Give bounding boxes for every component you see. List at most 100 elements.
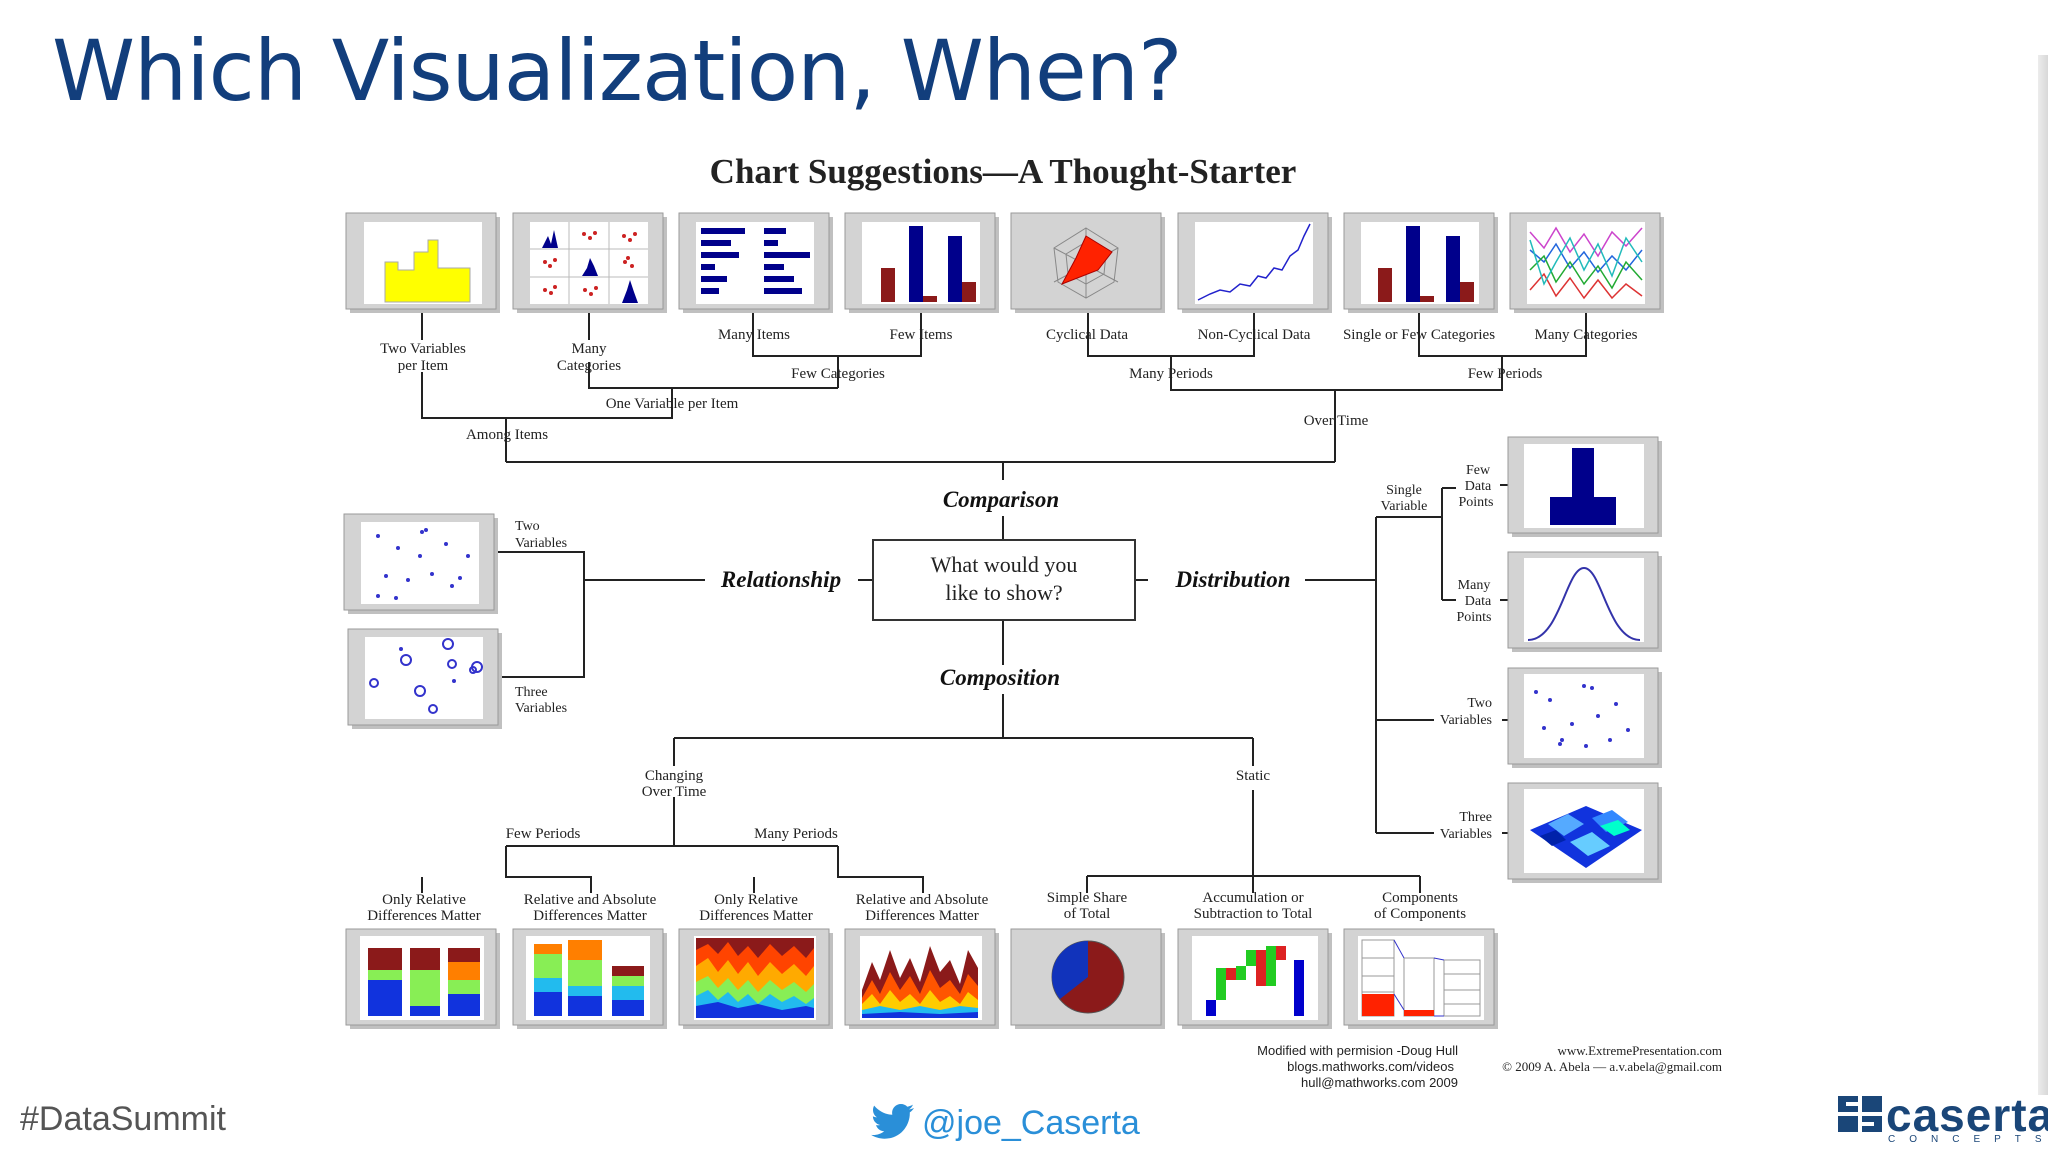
svg-text:Single: Single [1386,483,1422,498]
svg-text:Few Categories: Few Categories [791,366,885,382]
svg-text:Differences Matter: Differences Matter [699,908,812,924]
svg-text:Variable: Variable [1381,499,1428,514]
slide-title: Which Visualization, When? [52,22,1183,120]
svg-text:blogs.mathworks.com/videos: blogs.mathworks.com/videos [1287,1059,1454,1074]
svg-text:Three: Three [515,685,548,700]
svg-text:One Variable per Item: One Variable per Item [606,396,739,412]
svg-text:Differences Matter: Differences Matter [533,908,646,924]
top-labels: Two Variables per Item Many Categories M… [380,327,1637,443]
svg-text:Many: Many [1458,578,1491,593]
svg-text:per Item: per Item [398,358,449,374]
svg-text:of Total: of Total [1064,906,1111,922]
thumb-stacked-100-column [345,928,500,1029]
hashtag-label: #DataSummit [20,1100,226,1138]
bar-group-2 [410,948,440,1016]
thumb-multi-line-chart [1509,212,1664,313]
thumb-column-chart-categories [1343,212,1498,313]
thumb-stacked-100-subcomponents [1343,928,1498,1029]
svg-text:Few Items: Few Items [890,327,953,343]
center-question-box: What would you like to show? [872,539,1136,621]
svg-text:Differences Matter: Differences Matter [865,908,978,924]
svg-text:Only Relative: Only Relative [714,892,798,908]
credits: Modified with permision -Doug Hull blogs… [1257,1043,1722,1090]
svg-text:Over Time: Over Time [642,784,707,800]
twitter-handle-text: @joe_Caserta [922,1103,1140,1142]
logo-word: caserta [1886,1089,2048,1141]
svg-text:Few Periods: Few Periods [506,826,581,842]
bar-group-3 [448,948,480,1016]
thumb-radar-chart [1010,212,1165,313]
thumb-waterfall-chart [1177,928,1332,1029]
svg-text:like to show?: like to show? [945,580,1062,605]
svg-text:Static: Static [1236,768,1271,784]
svg-text:www.ExtremePresentation.com: www.ExtremePresentation.com [1558,1043,1723,1058]
svg-text:Two: Two [1467,696,1492,711]
svg-text:Few Periods: Few Periods [1468,366,1543,382]
svg-text:Points: Points [1456,610,1491,625]
comparison-label: Comparison [943,487,1059,512]
svg-text:Over Time: Over Time [1304,413,1369,429]
thumb-stacked-100-area [678,928,833,1029]
thumb-bubble-chart [347,628,502,729]
svg-text:Modified with permision -Doug: Modified with permision -Doug Hull [1257,1043,1458,1058]
svg-text:Few: Few [1466,463,1491,478]
thumb-column-chart-few-items [844,212,999,313]
svg-text:Changing: Changing [645,768,704,784]
logo-subtitle: CONCEPTS [1888,1134,2048,1145]
svg-text:Relative and Absolute: Relative and Absolute [524,892,657,908]
svg-text:Many: Many [572,341,607,357]
svg-text:Among Items: Among Items [466,427,548,443]
twitter-bird-icon [871,1104,914,1139]
right-edge-bar [2038,55,2048,1095]
svg-text:Non-Cyclical Data: Non-Cyclical Data [1198,327,1311,343]
svg-text:© 2009 A. Abela — a.v.abela@g: © 2009 A. Abela — a.v.abela@gmail.com [1502,1059,1722,1074]
svg-text:Categories: Categories [557,358,621,374]
thumb-3d-area-chart [1507,782,1662,883]
svg-text:Variables: Variables [515,701,567,716]
svg-text:Subtraction to Total: Subtraction to Total [1194,906,1313,922]
svg-text:Points: Points [1458,495,1493,510]
distribution-label: Distribution [1174,567,1290,592]
composition-label: Composition [940,665,1060,690]
svg-text:hull@mathworks.com 2009: hull@mathworks.com 2009 [1301,1075,1458,1090]
thumb-scatter-plot [343,513,498,614]
svg-text:Variables: Variables [515,536,567,551]
svg-text:Only Relative: Only Relative [382,892,466,908]
svg-text:Components: Components [1382,890,1458,906]
diagram-title: Chart Suggestions—A Thought-Starter [710,152,1297,191]
svg-text:Variables: Variables [1440,827,1492,842]
connector-lines [421,313,1587,893]
svg-text:of Components: of Components [1374,906,1466,922]
svg-text:Many Categories: Many Categories [1535,327,1638,343]
relationship-label: Relationship [720,567,841,592]
thumb-line-chart [1177,212,1332,313]
thumb-scatter-distribution [1507,667,1662,768]
svg-text:Two: Two [515,519,540,534]
svg-text:Data: Data [1465,594,1492,609]
thumb-stacked-area [844,928,999,1029]
svg-text:Accumulation or: Accumulation or [1202,890,1303,906]
thumb-pie-chart [1010,928,1165,1029]
thumb-scatter-matrix [512,212,667,313]
svg-text:Many Items: Many Items [718,327,790,343]
svg-text:Two Variables: Two Variables [380,341,466,357]
svg-text:What would you: What would you [931,552,1078,577]
thumb-column-histogram [1507,436,1662,537]
side-labels: Two Variables Three Variables Single Var… [515,463,1494,842]
caserta-logo-icon [1838,1096,1882,1132]
thumb-variable-width-column [345,212,500,313]
svg-text:Differences Matter: Differences Matter [367,908,480,924]
svg-text:Many Periods: Many Periods [754,826,838,842]
caserta-logo: caserta CONCEPTS [1838,1089,2048,1146]
svg-text:Cyclical Data: Cyclical Data [1046,327,1128,343]
composition-labels: Changing Over Time Static Few Periods Ma… [367,768,1466,924]
twitter-handle[interactable]: @joe_Caserta [870,1098,1140,1148]
svg-text:Single or Few Categories: Single or Few Categories [1343,327,1495,343]
svg-text:Relative and Absolute: Relative and Absolute [856,892,989,908]
thumb-stacked-column [512,928,667,1029]
svg-text:Variables: Variables [1440,713,1492,728]
svg-text:Three: Three [1459,810,1492,825]
svg-text:Data: Data [1465,479,1492,494]
thumb-table-with-bars [678,212,833,313]
